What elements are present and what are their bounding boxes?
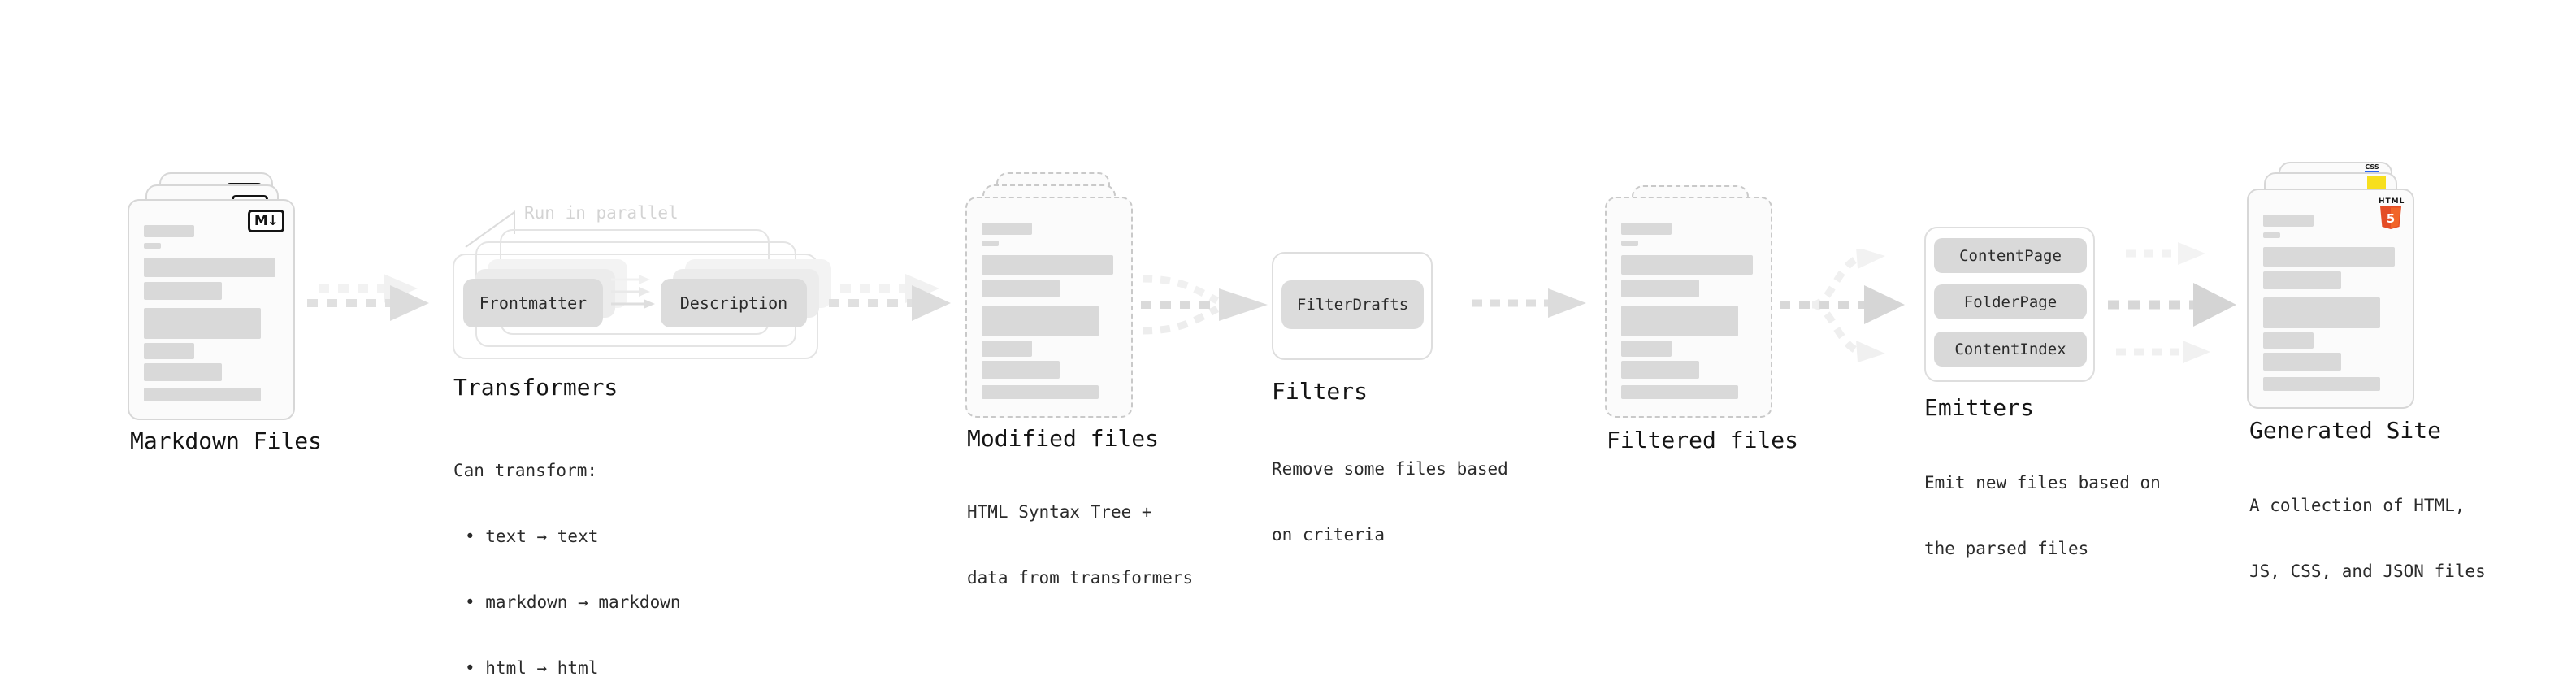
emitter-pill-folderpage: FolderPage	[1934, 284, 2087, 319]
skeleton-bar	[982, 223, 1032, 235]
skeleton-bar	[982, 340, 1032, 357]
skeleton-bar	[982, 241, 1000, 246]
transformers-caption: Can transform: • text → text • markdown …	[453, 416, 681, 681]
caption-bullet: • html → html	[465, 658, 599, 678]
skeleton-bar	[144, 282, 222, 300]
skeleton-bar	[982, 361, 1060, 379]
stage-label-filters: Filters	[1272, 378, 1368, 405]
caption-bullet: • markdown → markdown	[465, 592, 681, 612]
caption-line: JS, CSS, and JSON files	[2249, 562, 2486, 581]
caption-line: Emit new files based on	[1924, 473, 2161, 492]
file-content-skeleton	[982, 223, 1113, 399]
skeleton-bar	[1621, 340, 1672, 357]
css-badge-label: CSS	[2365, 163, 2379, 171]
skeleton-bar	[2263, 332, 2314, 349]
file-card: HTML 5	[2247, 189, 2414, 409]
js-icon	[2367, 176, 2386, 192]
caption-line: on criteria	[1272, 525, 1386, 544]
stage-label-emitters: Emitters	[1924, 394, 2034, 421]
skeleton-bar	[144, 363, 222, 381]
skeleton-bar	[1621, 255, 1753, 275]
markdown-icon: M↓	[247, 210, 284, 232]
file-content-skeleton	[1621, 223, 1753, 399]
skeleton-bar	[144, 225, 194, 237]
caption-line: data from transformers	[967, 568, 1194, 588]
caption-bullet: • text → text	[465, 527, 599, 546]
svg-text:5: 5	[2387, 211, 2395, 226]
skeleton-bar	[2263, 215, 2314, 227]
stage-label-filtered-files: Filtered files	[1607, 427, 1799, 453]
file-card	[1605, 197, 1772, 418]
skeleton-bar	[982, 255, 1113, 275]
file-content-skeleton	[2263, 215, 2395, 391]
run-in-parallel-annotation: Run in parallel	[524, 203, 679, 223]
flow-arrow-fanout-filtered-to-emitters	[1780, 249, 1905, 362]
skeleton-bar	[2263, 232, 2281, 238]
flow-arrow-transformers-to-modified	[829, 274, 951, 321]
modified-files-caption: HTML Syntax Tree + data from transformer…	[967, 458, 1193, 633]
skeleton-bar	[144, 388, 262, 401]
annotation-leader-line	[465, 210, 515, 248]
skeleton-bar	[1621, 361, 1699, 379]
stage-label-transformers: Transformers	[453, 374, 618, 401]
skeleton-bar	[144, 308, 262, 339]
flow-arrows-emitters-to-generated	[2108, 242, 2236, 363]
file-card	[965, 197, 1133, 418]
stage-label-generated-site: Generated Site	[2249, 417, 2442, 444]
skeleton-bar	[144, 258, 275, 277]
skeleton-bar	[144, 243, 162, 249]
skeleton-bar	[2263, 271, 2341, 289]
skeleton-bar	[1621, 306, 1739, 336]
filters-caption: Remove some files based on criteria	[1272, 414, 1508, 590]
skeleton-bar	[2263, 377, 2381, 391]
html5-icon: HTML 5	[2379, 197, 2405, 233]
stage-label-markdown-files: Markdown Files	[130, 427, 323, 454]
parallel-arrows-icon	[611, 275, 655, 309]
stage-label-modified-files: Modified files	[967, 425, 1160, 452]
caption-line: Can transform:	[453, 461, 598, 480]
file-content-skeleton	[144, 225, 275, 401]
html5-badge-label: HTML	[2379, 197, 2405, 206]
skeleton-bar	[982, 280, 1060, 297]
flow-arrow-merge-modified-to-filters	[1141, 275, 1268, 335]
skeleton-bar	[2263, 247, 2395, 267]
transformer-pill-description: Description	[661, 279, 807, 327]
caption-line: Remove some files based	[1272, 459, 1508, 479]
caption-line: A collection of HTML,	[2249, 496, 2465, 515]
generated-site-caption: A collection of HTML, JS, CSS, and JSON …	[2249, 451, 2486, 627]
caption-line: the parsed files	[1924, 539, 2089, 558]
caption-line: HTML Syntax Tree +	[967, 502, 1152, 522]
skeleton-bar	[1621, 241, 1639, 246]
file-card: M↓	[128, 199, 295, 420]
skeleton-bar	[1621, 280, 1699, 297]
skeleton-bar	[2263, 297, 2381, 328]
skeleton-bar	[982, 385, 1099, 399]
skeleton-bar	[1621, 385, 1739, 399]
flow-arrow-filters-to-filtered	[1472, 288, 1586, 318]
filter-pill-filterdrafts: FilterDrafts	[1281, 280, 1424, 329]
html5-shield: 5	[2380, 206, 2401, 229]
skeleton-bar	[2263, 353, 2341, 371]
skeleton-bar	[144, 343, 194, 359]
transformer-pill-frontmatter: Frontmatter	[463, 279, 603, 327]
skeleton-bar	[982, 306, 1099, 336]
emitter-pill-contentindex: ContentIndex	[1934, 332, 2087, 367]
emitter-pill-contentpage: ContentPage	[1934, 238, 2087, 273]
flow-arrow-markdown-to-transformers	[307, 274, 429, 321]
skeleton-bar	[1621, 223, 1672, 235]
emitters-caption: Emit new files based on the parsed files	[1924, 428, 2161, 604]
